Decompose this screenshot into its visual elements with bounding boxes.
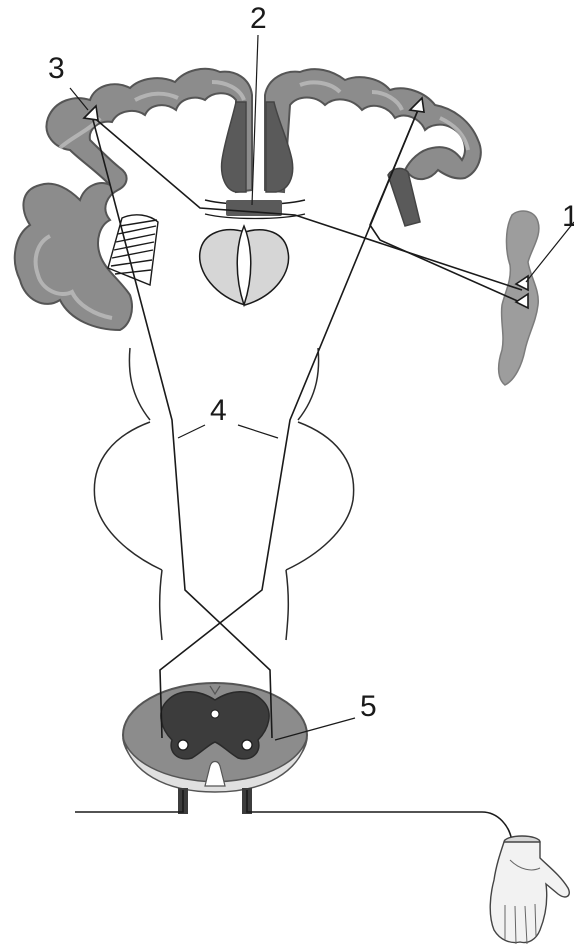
label-3: 3: [48, 52, 65, 85]
label-2: 2: [250, 2, 267, 35]
label-1: 1: [562, 200, 574, 233]
cortex-strip-1: [499, 211, 539, 385]
thalamus: [200, 226, 289, 305]
label-5: 5: [360, 690, 377, 723]
spinal-cord-section: [123, 683, 307, 814]
right-cortex: [265, 69, 481, 226]
left-cortex: [15, 69, 252, 330]
leader-lines: [70, 35, 574, 740]
hand-icon: [490, 836, 569, 944]
label-4: 4: [210, 394, 227, 427]
brainstem-outline: [94, 348, 353, 640]
